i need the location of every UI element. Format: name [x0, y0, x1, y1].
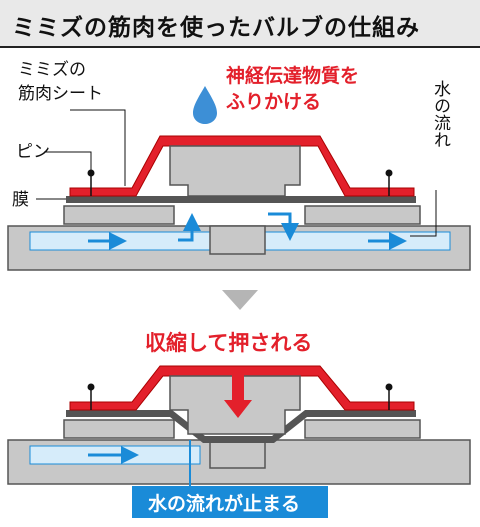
muscle-sheet-top	[69, 135, 415, 197]
flow-stop-box	[132, 486, 328, 518]
droplet-icon	[193, 86, 217, 124]
transition-arrow	[222, 290, 258, 310]
channel-post-bottom	[209, 439, 266, 469]
left-pin-bottom	[87, 383, 95, 391]
right-pin-bottom	[385, 383, 393, 391]
label-muscle-sheet-1: ミミズの	[18, 60, 86, 80]
leader-water	[410, 190, 437, 237]
channel-post-top	[209, 225, 266, 255]
bottom-panel	[7, 365, 471, 518]
leader-muscle	[70, 109, 126, 186]
left-plate-top	[63, 205, 175, 225]
label-pin: ピン	[16, 142, 50, 162]
left-plate-bottom	[63, 419, 175, 439]
label-neuro-1: 神経伝達物質を	[226, 64, 359, 87]
diagram-title: ミミズの筋肉を使ったバルブの仕組み	[12, 15, 420, 41]
label-water-flow: 水の流れ	[430, 80, 451, 148]
membrane-bottom	[66, 410, 416, 443]
flow-arrow-2	[178, 213, 201, 242]
right-plate-top	[304, 205, 421, 225]
left-pin-top	[87, 169, 95, 177]
membrane-top	[66, 196, 416, 203]
right-plate-bottom	[304, 419, 421, 439]
label-flow-stops: 水の流れが止まる	[148, 492, 300, 515]
leader-pin	[44, 151, 92, 170]
piston-top	[169, 145, 301, 197]
label-muscle-sheet-2: 筋肉シート	[18, 84, 103, 104]
muscle-sheet-bottom	[69, 365, 415, 411]
top-panel	[7, 86, 471, 271]
label-neuro-2: ふりかける	[226, 91, 321, 113]
right-pin-top	[385, 169, 393, 177]
push-arrow	[224, 374, 252, 418]
flow-arrow-3	[268, 212, 299, 241]
label-contract: 収縮して押される	[145, 331, 312, 355]
label-membrane: 膜	[12, 190, 29, 210]
title-bar: ミミズの筋肉を使ったバルブの仕組み	[0, 0, 480, 48]
